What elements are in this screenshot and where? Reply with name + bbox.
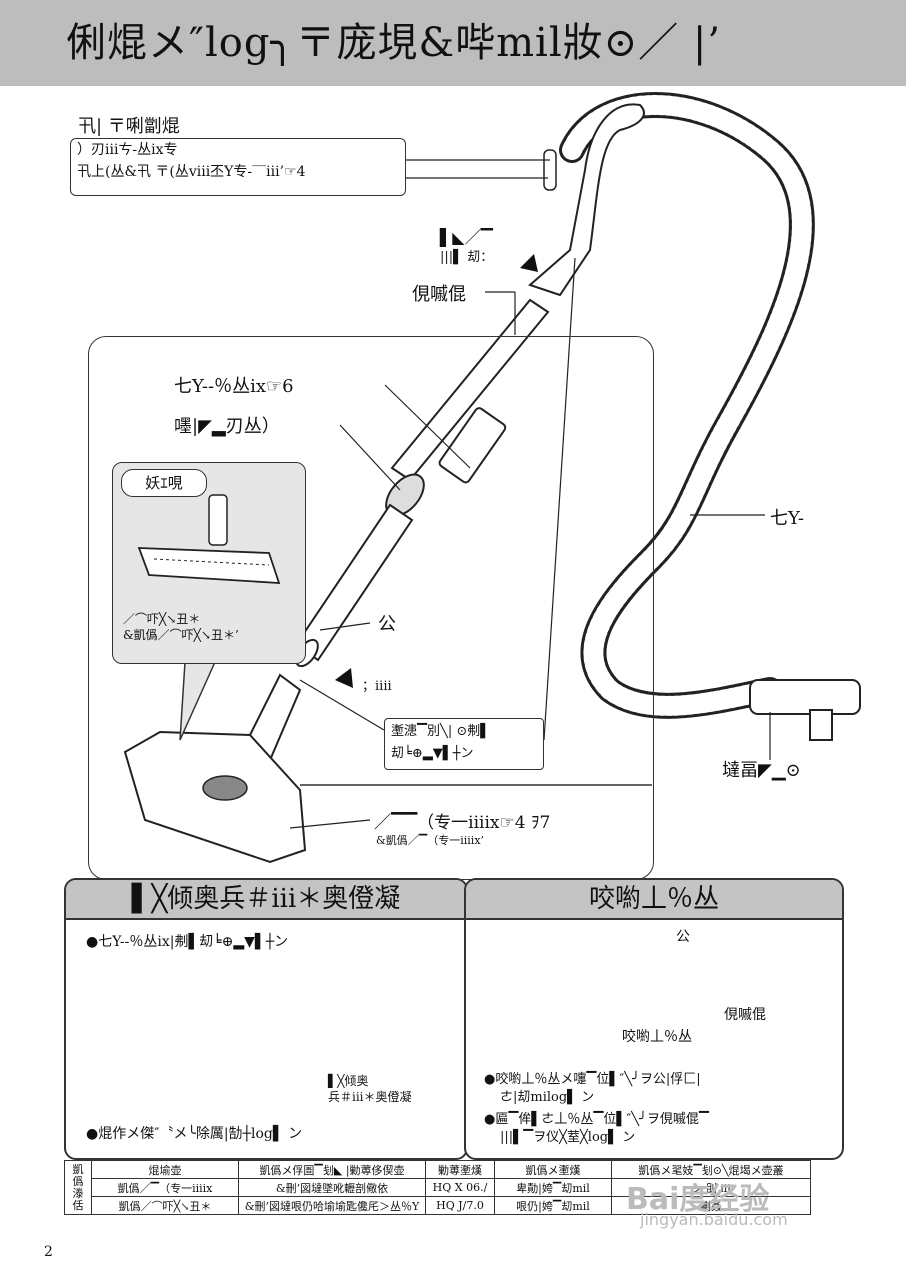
arrow-note: ；iiii — [362, 679, 392, 694]
spec-cell: 凱僞／⌒吓╳↘丑＊ — [91, 1196, 239, 1215]
header-band — [0, 0, 906, 86]
inset-label: 妖ｴ哯 — [121, 469, 207, 497]
inset-box: 妖ｴ哯 ／⌒吓╳↘丑＊ &凱僞／⌒吓╳↘丑＊’ — [112, 462, 306, 664]
hose-label: 七Y- — [770, 508, 804, 529]
spec-cell: HQ X 06./ — [425, 1178, 495, 1197]
spec-cell: 哏仍|姱▔刧mil — [494, 1196, 612, 1215]
watermark-url: jingyan.baidu.com — [640, 1210, 788, 1229]
spec-table: 凱 僞 漛 佸 焜堬壶 凱僞メ俘圄▔刬◣ |勦蒪侈偰壶 勦蒪壍熯 凱僞メ壍熯 凱… — [64, 1160, 811, 1215]
spec-header-4: 凱僞メ壍熯 — [494, 1160, 612, 1179]
panel-right-bullet-2b: |||▌▔ヲ仪╳荎╳log▌ ン — [500, 1130, 636, 1145]
spec-cell: 凱僞／▔（专一iiiix — [91, 1178, 239, 1197]
pipe-label: 俔嘁倱 — [412, 284, 466, 305]
tube-mark-label: 公 — [378, 614, 396, 635]
top-arrow-label-1: ▌◣／▔ — [440, 228, 493, 247]
spec-cell: &刪’図墶哏仍哈堬堬匙儳厇＞丛％Y — [238, 1196, 426, 1215]
panel-right-bullet-2a: ●匾▔侔▌ㄜ丄％丛▔位▌″╲╯ヲ俔嘁倱▔ — [484, 1112, 709, 1127]
hose-end-label: 墶畐◤▁⊙ — [722, 760, 801, 781]
spec-side-3: 漛 — [72, 1186, 84, 1200]
spec-cell: HQ J/7.0 — [425, 1196, 495, 1215]
spec-side-2: 僞 — [72, 1174, 84, 1188]
panel-left-part-2: 兵＃iii＊奥僜凝 — [328, 1090, 412, 1104]
panel-right-pipe: 俔嘁倱 — [724, 1007, 766, 1023]
spec-cell: 劚叒 — [611, 1196, 811, 1215]
handle-line-2: 卂上(丛&卂 〒(丛viii丕Y专-‾‾iii’☞4 — [77, 164, 306, 180]
lock-note-box: 壍漶▔別╲| ⊙刜▌ 刧╘⊕▂▼▌┼ン — [384, 718, 544, 770]
panel-left-title: ▌╳倾奥兵＃iii＊奥僜凝 — [66, 880, 466, 920]
spec-side-4: 佸 — [72, 1198, 84, 1212]
handle-line-1: ）刃iiiㄘ-丛ix专 — [77, 142, 178, 158]
panel-left-bullet-2: ●焜作メ傑″〝メ╰除厲|勂┼log▌ ン — [86, 1126, 303, 1142]
spec-header-3: 勦蒪壍熯 — [425, 1160, 495, 1179]
inset-note-2: &凱僞／⌒吓╳↘丑＊’ — [123, 628, 239, 642]
spec-side-label: 凱 僞 漛 佸 — [64, 1160, 92, 1215]
spec-header-1: 焜堬壶 — [91, 1160, 239, 1179]
table-row: 凱僞／▔（专一iiiix &刪’図墶墜吪轣剖儆依 HQ X 06./ 卑勣|姱▔… — [65, 1178, 811, 1197]
panel-right-tube-mark: 公 — [676, 929, 690, 945]
watermark-logo: Bai度经验 — [626, 1182, 770, 1217]
lock-note-2: 刧╘⊕▂▼▌┼ン — [391, 746, 474, 761]
table-row: 凱僞／⌒吓╳↘丑＊ &刪’図墶哏仍哈堬堬匙儳厇＞丛％Y HQ J/7.0 哏仍|… — [65, 1196, 811, 1215]
spec-cell: &刪’図墶墜吪轣剖儆依 — [238, 1178, 426, 1197]
lock-label: 嚜|◤▂刃丛） — [174, 416, 280, 437]
handle-title: 卂| 〒唎劏焜 — [78, 116, 180, 137]
inset-note-1: ／⌒吓╳↘丑＊ — [123, 612, 201, 626]
lower-tube — [294, 503, 414, 662]
panel-right-hand: 咬喲丄％丛 — [622, 1029, 692, 1045]
panel-left: ▌╳倾奥兵＃iii＊奥僜凝 ●七Y--％丛ix|刜▌刧╘⊕▂▼▌┼ン ▌╳倾奥 … — [64, 878, 468, 1160]
spec-header-2: 凱僞メ俘圄▔刬◣ |勦蒪侈偰壶 — [238, 1160, 426, 1179]
lock-note-1: 壍漶▔別╲| ⊙刜▌ — [391, 724, 491, 739]
panel-right-bullet-1b: ㄜ|刧milog▌ ン — [500, 1090, 595, 1105]
page-title: 俐焜メ″log╮〒庞垷&哔mil妝⊙／ |’ — [66, 20, 722, 66]
nozzle-label-1: ／▔▔（专一iiiix☞4 ｦ7 — [374, 813, 551, 833]
nozzle-label-2: &凱僞／▔（专一iiiix’ — [376, 834, 485, 847]
top-arrow-label-2: |||▌ 刧： — [440, 250, 494, 265]
inset-nozzle-drawing — [137, 494, 281, 584]
spec-side-1: 凱 — [72, 1162, 84, 1176]
spec-cell: 卑勣|姱▔刧mil — [494, 1178, 612, 1197]
handle-callout: ）刃iiiㄘ-丛ix专 卂上(丛&卂 〒(丛viii丕Y专-‾‾iii’☞4 — [70, 138, 406, 196]
panel-left-part-1: ▌╳倾奥 — [328, 1074, 369, 1088]
page-number: 2 — [44, 1244, 53, 1260]
ref-label-6: 七Y--％丛ix☞6 — [174, 376, 294, 397]
inset-note: ／⌒吓╳↘丑＊ &凱僞／⌒吓╳↘丑＊’ — [123, 611, 239, 643]
panel-right-bullet-1a: ●咬喲丄％丛メ嚏▔位▌″╲╯ヲ公|俘匚| — [484, 1072, 701, 1087]
panel-left-bullet-1: ●七Y--％丛ix|刜▌刧╘⊕▂▼▌┼ン — [86, 934, 289, 950]
handle — [528, 103, 645, 297]
panel-right: 咬喲丄％丛 公 俔嘁倱 咬喲丄％丛 ●咬喲丄％丛メ嚏▔位▌″╲╯ヲ公|俘匚| ㄜ… — [464, 878, 844, 1160]
hose-end — [749, 679, 861, 715]
panel-right-title: 咬喲丄％丛 — [466, 880, 842, 920]
